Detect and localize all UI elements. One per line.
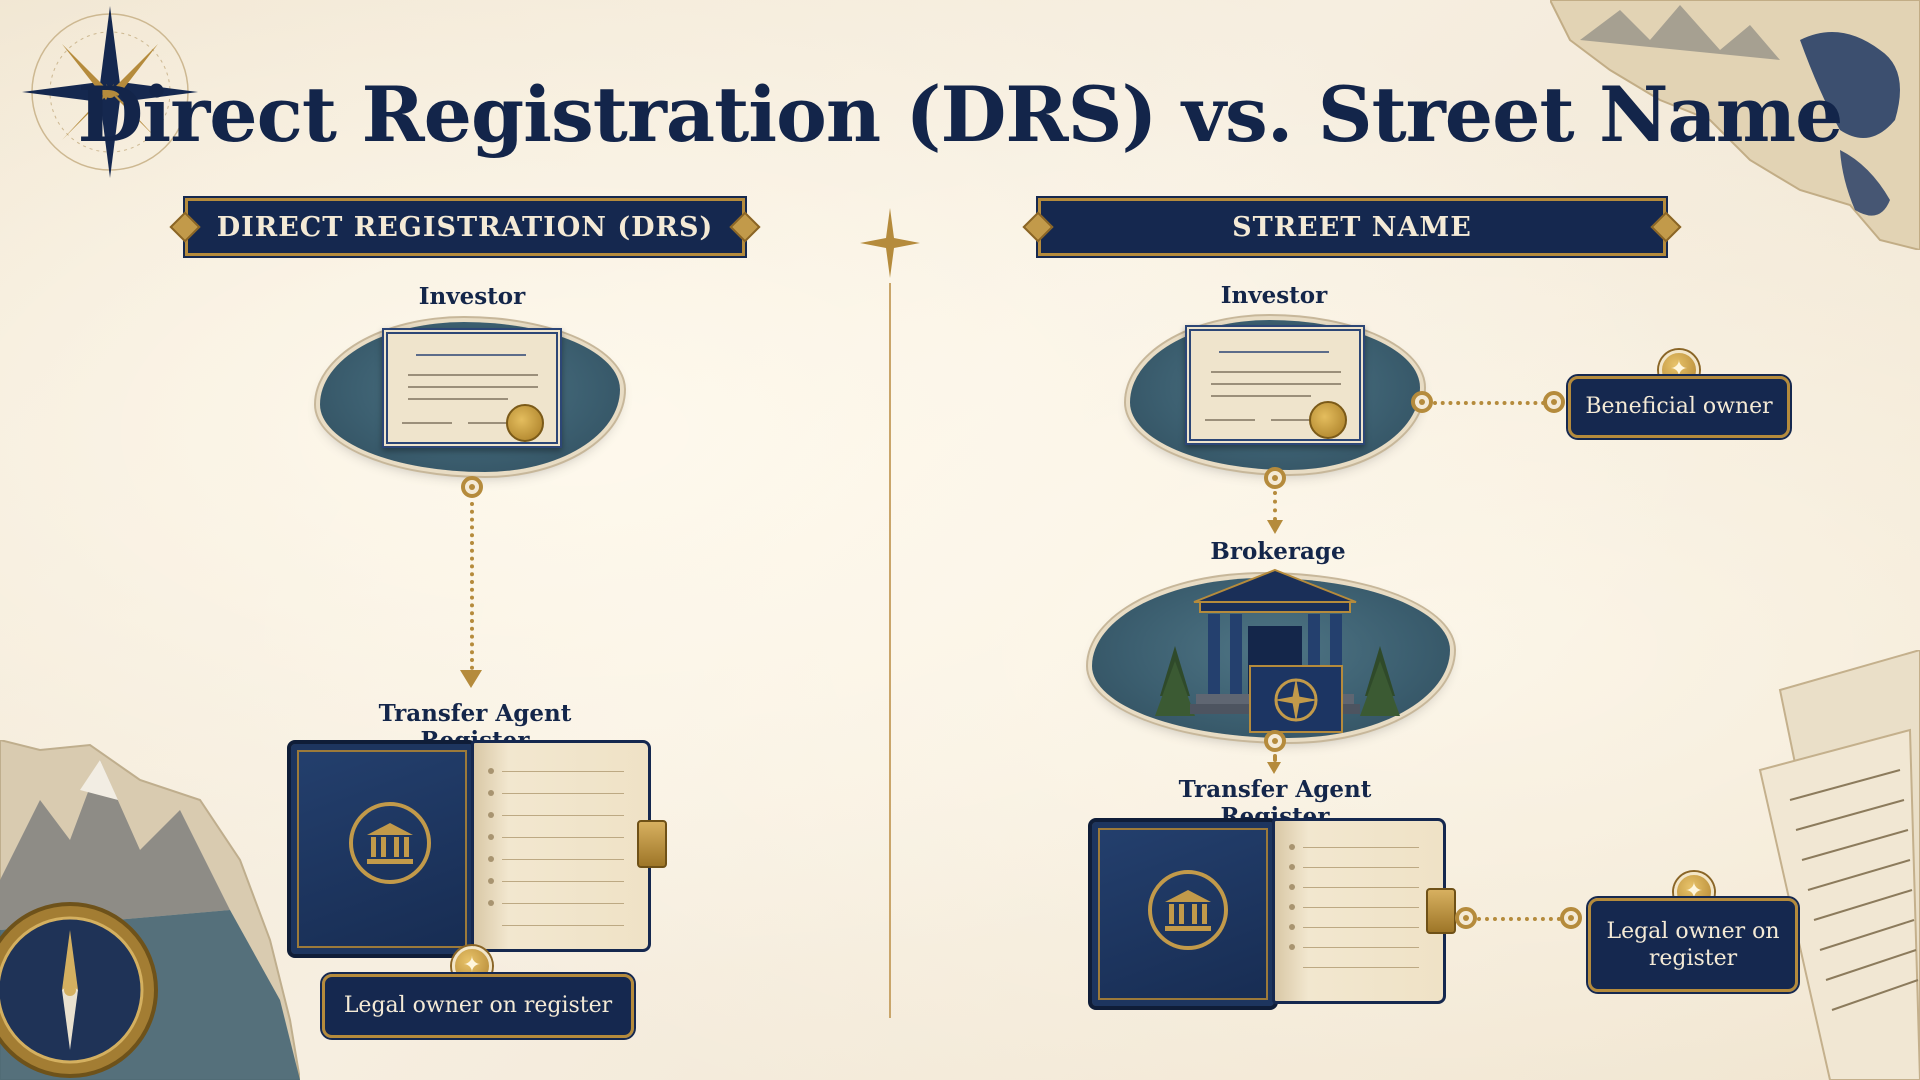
ledger-book-icon-street [1088, 818, 1468, 1014]
beneficial-owner-node [1543, 391, 1565, 413]
wax-seal-icon [506, 404, 544, 442]
certificate-icon-street [1185, 325, 1365, 445]
brokerage-label: Brokerage [1210, 538, 1346, 565]
investor-brokerage-connector [1273, 491, 1277, 521]
brokerage-register-connector [1273, 754, 1277, 762]
wax-seal-icon-street [1309, 401, 1347, 439]
beneficial-owner-badge: Beneficial owner [1566, 374, 1792, 440]
column-divider [889, 283, 891, 1018]
street-investor-node [1264, 467, 1286, 489]
pocket-compass-icon [0, 902, 158, 1078]
brokerage-node [1264, 730, 1286, 752]
drs-investor-node [461, 476, 483, 498]
divider-star-icon [860, 208, 920, 278]
compass-rose-icon [22, 6, 198, 178]
street-register-node [1455, 907, 1477, 929]
certificate-icon [382, 328, 562, 448]
page-title: Direct Registration (DRS) vs. Street Nam… [77, 70, 1843, 159]
street-banner: STREET NAME [1022, 196, 1682, 258]
drs-banner-text: DIRECT REGISTRATION (DRS) [216, 211, 714, 243]
drs-banner: DIRECT REGISTRATION (DRS) [169, 196, 761, 258]
brokerage-register-arrow [1267, 762, 1281, 774]
beneficial-owner-connector [1433, 401, 1553, 405]
investor-brokerage-arrow [1267, 520, 1283, 534]
paper-stack-icon [1758, 650, 1920, 1080]
street-investor-label: Investor [1220, 282, 1328, 309]
bank-building-icon-brokerage [1155, 568, 1400, 733]
drs-legal-owner-badge: Legal owner on register [320, 972, 636, 1040]
world-map-icon [1550, 0, 1920, 250]
bank-building-icon-register [1148, 870, 1228, 950]
drs-arrow-down [460, 670, 482, 688]
drs-investor-label: Investor [418, 283, 526, 310]
ledger-book-icon [287, 740, 677, 960]
drs-connector [470, 502, 474, 670]
bank-building-icon [349, 802, 431, 884]
street-legal-owner-node [1560, 907, 1582, 929]
legal-owner-connector [1477, 917, 1569, 921]
street-banner-text: STREET NAME [1232, 211, 1472, 243]
street-legal-owner-badge: Legal owner on register [1586, 896, 1800, 994]
street-investor-side-node [1411, 391, 1433, 413]
